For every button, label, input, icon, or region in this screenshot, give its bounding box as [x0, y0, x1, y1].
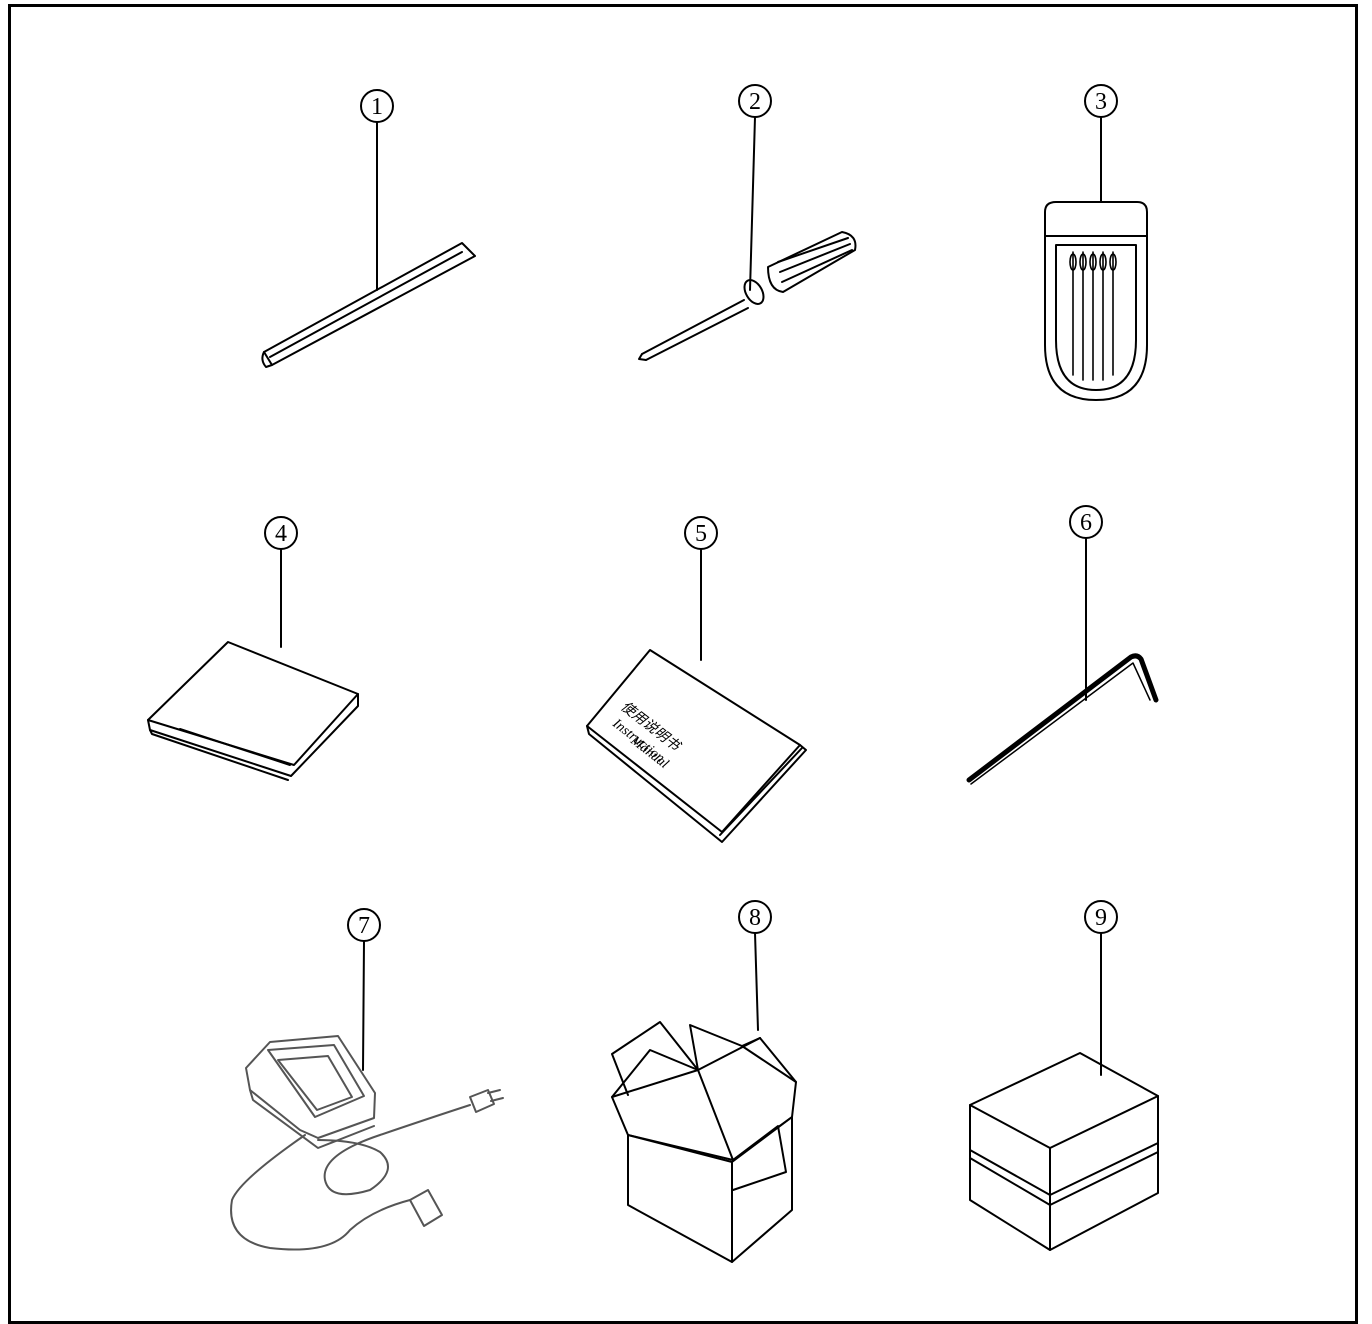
- tweezers-icon: [262, 243, 475, 367]
- callout-4: 4: [265, 517, 297, 647]
- callout-7: 7: [348, 909, 380, 1070]
- callout-1: 1: [361, 90, 393, 290]
- callout-5: 5: [685, 517, 717, 660]
- hex-key-icon: [969, 656, 1156, 784]
- callout-label-5: 5: [695, 521, 707, 547]
- callout-label-1: 1: [371, 94, 383, 120]
- callout-2: 2: [739, 85, 771, 290]
- dust-cover-icon: [148, 642, 358, 780]
- callout-label-8: 8: [749, 905, 761, 931]
- callout-8: 8: [739, 901, 771, 1030]
- callout-label-2: 2: [749, 89, 761, 115]
- callout-3: 3: [1085, 85, 1117, 201]
- callout-label-3: 3: [1095, 89, 1107, 115]
- callout-6: 6: [1070, 506, 1102, 700]
- callout-label-7: 7: [358, 913, 370, 939]
- needle-pack-icon: [1045, 202, 1147, 400]
- foot-pedal-icon: [231, 1036, 503, 1250]
- screwdriver-icon: [639, 232, 855, 360]
- callout-label-6: 6: [1080, 510, 1092, 536]
- instruction-manual-icon: 使用说明书 Instruction Manual: [587, 650, 806, 842]
- open-box-icon: [612, 1022, 796, 1262]
- callout-label-4: 4: [275, 521, 287, 547]
- callout-9: 9: [1085, 901, 1117, 1075]
- callout-label-9: 9: [1095, 905, 1107, 931]
- closed-box-icon: [970, 1053, 1158, 1250]
